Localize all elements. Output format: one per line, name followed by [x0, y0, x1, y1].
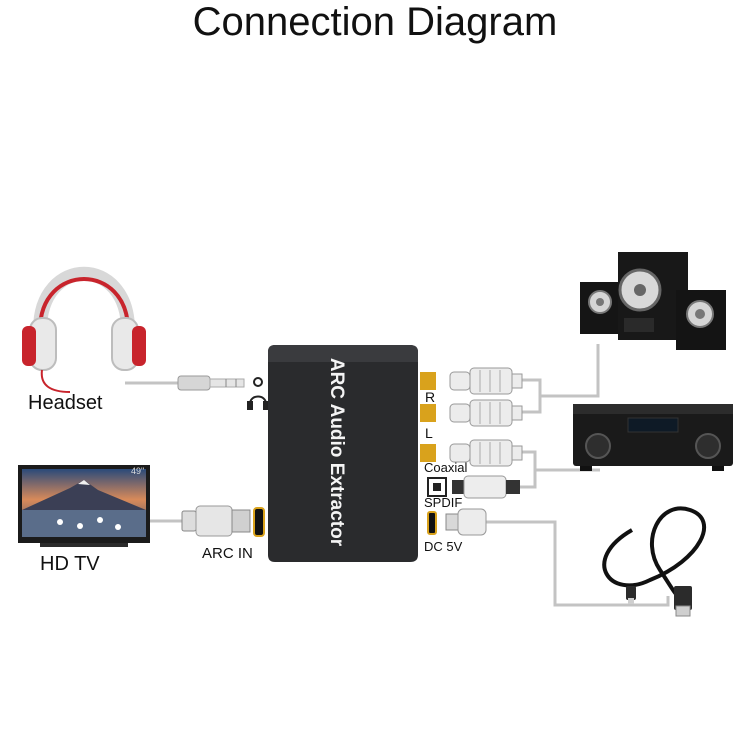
device-name: ARC Audio Extractor: [326, 357, 347, 547]
arc-in-label: ARC IN: [202, 545, 253, 562]
r-label: R: [425, 389, 436, 405]
speaker-cable: [540, 344, 600, 398]
rca-rl-cable: [520, 378, 542, 414]
dc-port: [427, 511, 437, 535]
l-label: L: [425, 425, 433, 441]
optical-plug: [452, 475, 520, 499]
cables: [125, 344, 670, 607]
micro-usb-plug: [445, 508, 487, 536]
rca-plugs: [449, 367, 523, 467]
speakers-icon: [580, 252, 726, 350]
av-receiver-icon: [573, 404, 733, 471]
rca-ports: [420, 372, 436, 462]
tv-size-label: 49": [131, 466, 145, 476]
usb-cable-icon: [602, 506, 707, 617]
headset-plug: [177, 375, 245, 391]
page-title: Connection Diagram: [192, 0, 558, 44]
headphone-jack-icon: [247, 377, 269, 410]
coaxial-label: Coaxial: [424, 460, 468, 475]
headphones-icon: [22, 266, 146, 393]
device-body: [268, 345, 418, 562]
optical-port-icon: [427, 477, 447, 497]
usb-power-cable: [486, 520, 670, 607]
headset-label: Headset: [28, 392, 103, 414]
tv-icon: [18, 465, 150, 547]
hdmi-plug: [181, 505, 251, 537]
spdif-label: SPDIF: [424, 495, 463, 510]
dc5v-label: DC 5V: [424, 539, 463, 554]
arc-in-port: [253, 507, 265, 537]
hdtv-label: HD TV: [40, 553, 100, 575]
device-label-wrap: ARC Audio Extractor: [318, 352, 358, 552]
